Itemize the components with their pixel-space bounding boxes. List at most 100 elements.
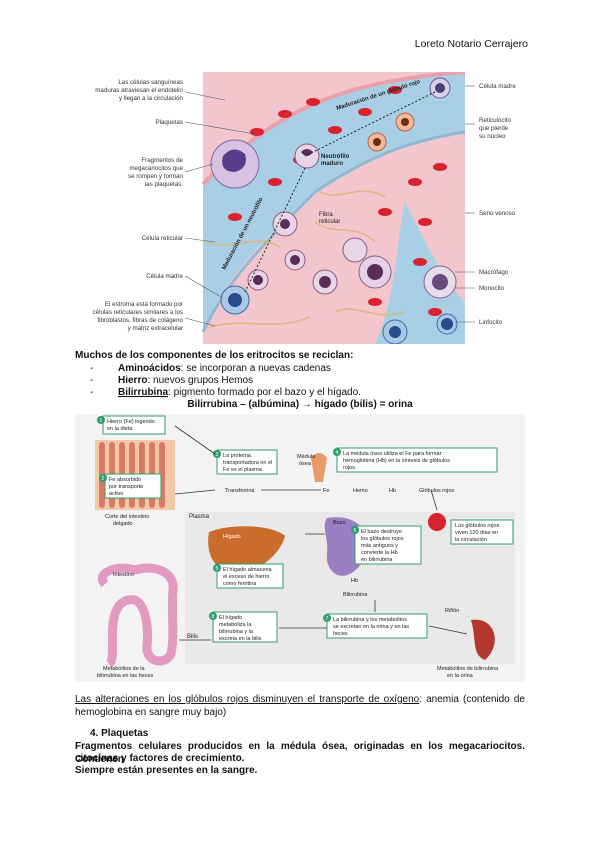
svg-text:4: 4 bbox=[336, 450, 339, 456]
label-monocyte: Monocito bbox=[479, 285, 505, 292]
label-megakaryocyte-2: megacariocitos que bbox=[129, 165, 183, 172]
venous-sinus bbox=[203, 72, 465, 332]
venous-sinus-2 bbox=[375, 202, 465, 344]
box1-line1: Hierro (Fe) ingerido bbox=[107, 419, 155, 425]
label-stroma-2: células reticulares similares a los bbox=[93, 309, 183, 316]
box-rbc-line3: la circulación bbox=[455, 537, 487, 543]
bullet-dash-2: - bbox=[90, 375, 94, 386]
label-venous-sinus: Seno venoso bbox=[479, 210, 516, 217]
label-stroma-1: El estroma está formado por bbox=[105, 301, 183, 308]
box7-line3: heces bbox=[333, 631, 348, 637]
platelets-line-2: citocinas y factores de crecimiento. bbox=[75, 753, 245, 764]
author-name: Loreto Notario Cerrajero bbox=[414, 38, 528, 50]
bone-flow-hemo: Hemo bbox=[353, 488, 368, 494]
label-lymphocyte: Linfocito bbox=[479, 319, 503, 326]
transferrin-label: Transferrina bbox=[225, 488, 255, 494]
bullet-iron: Hierro: nuevos grupos Hemos bbox=[118, 375, 254, 386]
box4-line1: La médula ósea utiliza el Fe para formar bbox=[343, 451, 442, 457]
bilis-label: Bilis bbox=[187, 634, 198, 640]
box-rbc-line2: viven 120 días en bbox=[455, 530, 498, 536]
bone-flow-fe: Fe bbox=[323, 488, 329, 494]
bone-flow-rbc: Glóbulos rojos bbox=[419, 488, 454, 494]
rbc-icon bbox=[428, 513, 446, 531]
iron-recycling-figure: 1 Hierro (Fe) ingerido en la dieta 2 Fe … bbox=[75, 414, 525, 682]
bone-flow-hb: Hb bbox=[389, 488, 396, 494]
svg-text:5: 5 bbox=[216, 566, 219, 572]
intestine-label: Intestino bbox=[113, 572, 134, 578]
kidney-label: Riñón bbox=[445, 608, 459, 614]
box8-line4: excreta en la bilis bbox=[219, 636, 262, 642]
box2-line3: activo bbox=[109, 491, 123, 497]
box4-line2: hemoglobina (Hb) en la síntesis de glóbu… bbox=[343, 458, 450, 464]
box1-line2: en la dieta bbox=[107, 426, 133, 432]
liver-label: Hígado bbox=[223, 534, 241, 540]
box2-line1: Fe absorbido bbox=[109, 477, 141, 483]
box7-line1: La bilirrubina y los metabolitos bbox=[333, 617, 407, 623]
label-stem-cell-left: Célula madre bbox=[146, 273, 183, 280]
box3-line3: Fe es el plasma bbox=[223, 467, 263, 473]
box8-line3: bilirrubina y la bbox=[219, 629, 254, 635]
kidney-caption-1: Metabolitos de bilirrubina bbox=[437, 666, 499, 672]
label-neutrophil: Neutrófilo bbox=[321, 154, 350, 160]
box6-line3: más antiguos y bbox=[361, 543, 398, 549]
box6-line5: en bilirrubina bbox=[361, 557, 393, 563]
intestine-caption-1: Corte del intestino bbox=[105, 514, 149, 520]
bone-marrow-figure: Las células sanguíneas maduras atraviesa… bbox=[93, 72, 516, 344]
anemia-paragraph: Las alteraciones en los glóbulos rojos d… bbox=[75, 694, 525, 718]
label-stroma-3: fibroblastos, fibras de colágeno bbox=[97, 317, 183, 324]
spleen-flow-bilirubin: Bilirrubina bbox=[343, 592, 368, 598]
platelets-line-1: Fragmentos celulares producidos en la mé… bbox=[75, 741, 525, 765]
label-megakaryocyte-4: las plaquetas. bbox=[145, 181, 183, 188]
box2-line2: por transporte bbox=[109, 484, 143, 490]
label-mature-cells-2: maduras atraviesan el endotelio bbox=[95, 87, 183, 94]
box7-line2: se excretan en la orina y en las bbox=[333, 624, 409, 630]
section-heading-platelets: 4. Plaquetas bbox=[90, 728, 149, 739]
label-megakaryocyte-1: Fragmentos de bbox=[141, 157, 183, 164]
bullet-dash-3: - bbox=[90, 387, 94, 398]
box8-line1: El hígado bbox=[219, 615, 242, 621]
svg-text:6: 6 bbox=[354, 528, 357, 534]
box5-line3: como ferritina bbox=[223, 581, 257, 587]
label-fiber: Fibra bbox=[319, 212, 333, 218]
bilirubin-formula: Bilirrubina – (albúmina) → hígado (bilis… bbox=[187, 399, 413, 410]
bullet-bilirubin: Bilirrubina: pigmento formado por el baz… bbox=[118, 387, 361, 398]
label-mature-cells-1: Las células sanguíneas bbox=[118, 79, 183, 86]
kidney-shape bbox=[471, 619, 495, 660]
spleen-flow-hb: Hb bbox=[351, 578, 358, 584]
bone-label-1: Médula bbox=[297, 454, 316, 460]
box5-line2: el exceso de hierro bbox=[223, 574, 269, 580]
plasma-label: Plasma bbox=[189, 514, 210, 520]
label-fiber-2: reticular bbox=[319, 219, 340, 225]
flow-arrows bbox=[174, 425, 468, 641]
svg-text:1: 1 bbox=[100, 418, 103, 424]
label-mature-cells-3: y llegan a la circulación bbox=[119, 95, 184, 102]
label-stem-cell-right: Célula madre bbox=[479, 83, 516, 90]
label-macrophage: Macrófago bbox=[479, 269, 509, 276]
label-stroma-4: y matriz extracelular bbox=[128, 325, 183, 332]
label-megakaryocyte-3: se rompen y forman bbox=[128, 173, 184, 180]
recycling-intro: Muchos de los componentes de los eritroc… bbox=[75, 350, 354, 361]
bone-label-2: ósea bbox=[299, 461, 312, 467]
svg-text:2: 2 bbox=[102, 476, 105, 482]
liver-shape bbox=[208, 526, 285, 574]
spleen-label: Bazo bbox=[333, 520, 346, 526]
box4-line3: rojos. bbox=[343, 465, 357, 471]
marrow-cells bbox=[210, 77, 458, 344]
reticular-fibers bbox=[204, 190, 406, 328]
box5-line1: El hígado almacena bbox=[223, 567, 273, 573]
large-intestine-shape bbox=[98, 563, 178, 668]
label-reticulocyte-2: que pierde bbox=[479, 125, 509, 132]
kidney-caption-2: en la orina bbox=[447, 673, 474, 679]
svg-text:8: 8 bbox=[212, 614, 215, 620]
box3-line1: La proteína bbox=[223, 453, 252, 459]
intestine-bottom-caption-1: Metabolitos de la bbox=[103, 666, 146, 672]
svg-text:7: 7 bbox=[326, 616, 329, 622]
intestine-bottom-caption-2: bilirrubina en las heces bbox=[97, 673, 154, 679]
label-reticular-cell: Célula reticular bbox=[142, 235, 183, 242]
bullet-aminoacids: Aminoácidos: se incorporan a nuevas cade… bbox=[118, 363, 331, 374]
box6-line1: El bazo destruye bbox=[361, 529, 402, 535]
intestine-caption-2: delgado bbox=[113, 521, 133, 527]
label-reticulocyte-1: Reticulocito bbox=[479, 117, 512, 124]
box6-line4: convierte la Hb bbox=[361, 550, 398, 556]
label-platelets: Plaquetas bbox=[155, 119, 183, 126]
